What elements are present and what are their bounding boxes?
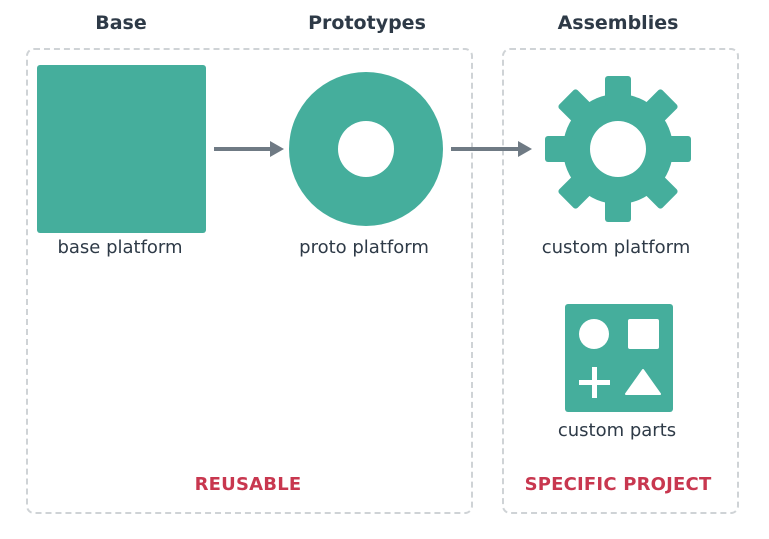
column-heading-assemblies: Assemblies	[557, 12, 679, 34]
proto-platform-donut-icon	[289, 72, 443, 226]
gear-tooth	[558, 171, 596, 209]
custom-platform-gear-icon	[545, 76, 691, 222]
gear-tooth	[640, 89, 678, 127]
specific-project-region	[502, 48, 739, 514]
custom-parts-label: custom parts	[557, 420, 677, 441]
reusable-region	[26, 48, 473, 514]
arrow-base-to-proto	[214, 141, 284, 157]
gear-tooth	[545, 136, 575, 162]
custom-parts-icon	[565, 304, 673, 412]
gear-tooth	[640, 171, 678, 209]
reusable-region-label: REUSABLE	[194, 474, 302, 495]
plus-shape-icon	[579, 367, 610, 398]
square-shape-icon	[628, 319, 659, 349]
custom-platform-label: custom platform	[541, 237, 691, 258]
base-platform-square-icon	[37, 65, 206, 233]
column-heading-prototypes: Prototypes	[308, 12, 426, 34]
proto-platform-label: proto platform	[299, 237, 429, 258]
gear-tooth	[605, 76, 631, 106]
column-heading-base: Base	[95, 12, 147, 34]
gear-tooth	[558, 89, 596, 127]
specific-project-region-label: SPECIFIC PROJECT	[524, 474, 712, 495]
gear-tooth	[605, 192, 631, 222]
circle-shape-icon	[579, 319, 609, 349]
gear-tooth	[661, 136, 691, 162]
triangle-shape-icon	[625, 369, 661, 395]
base-platform-label: base platform	[57, 237, 183, 258]
arrow-proto-to-custom	[451, 141, 532, 157]
